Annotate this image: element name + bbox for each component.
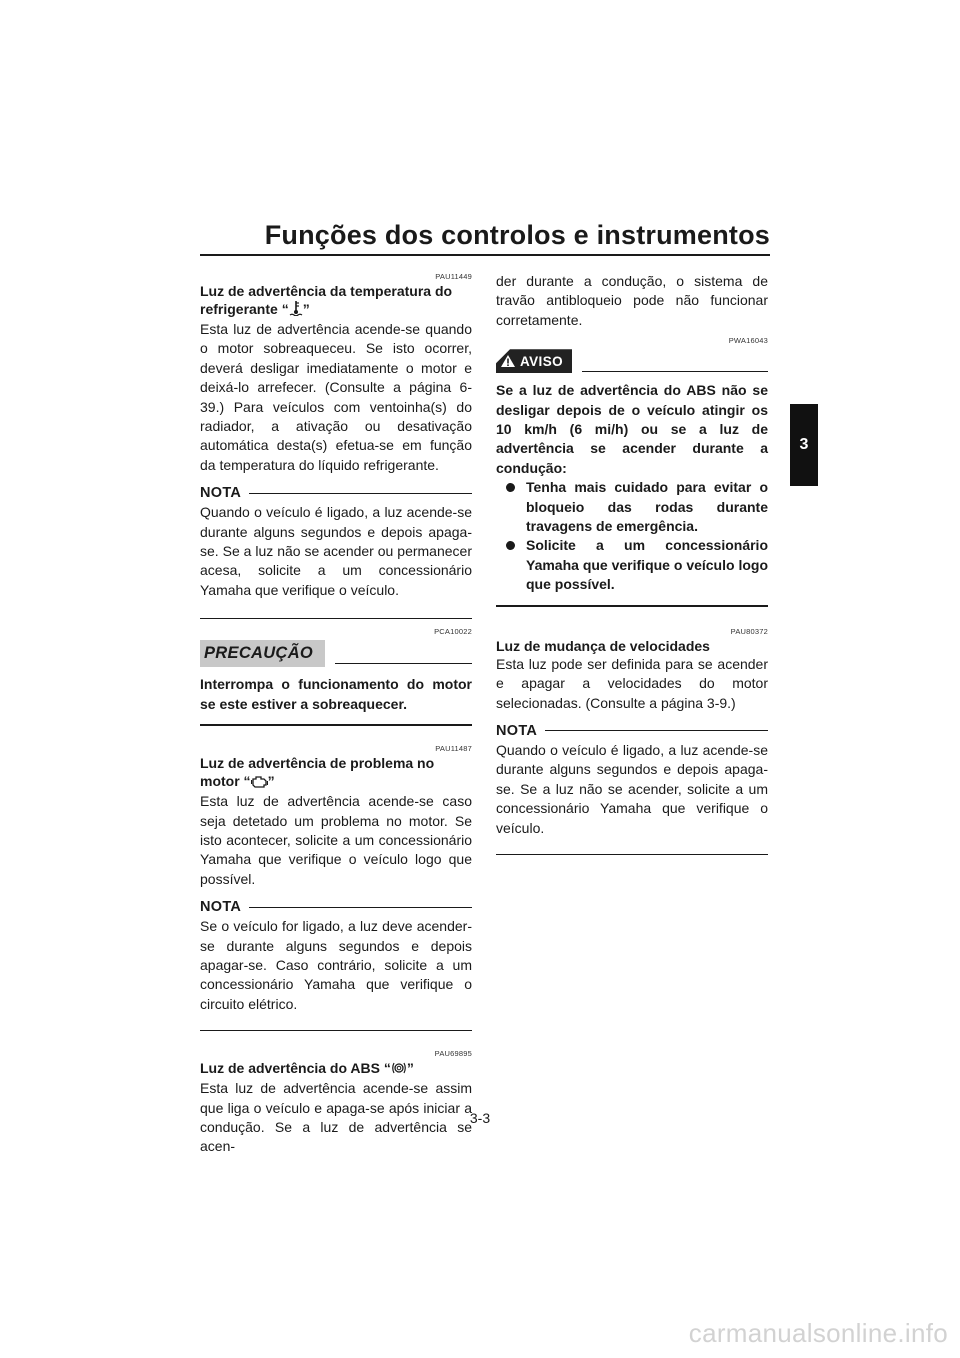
precaucao-box: PCA10022 PRECAUÇÃO Interrompa o funciona… [200, 627, 472, 727]
nota-box-3: NOTA Quando o veículo é ligado, a luz ac… [496, 723, 768, 855]
watermark: carmanualsonline.info [688, 1318, 948, 1348]
gearshift-light-section: PAU80372 Luz de mudança de velocidades E… [496, 627, 768, 713]
heading-line-2-prefix: refrigerante “ [200, 301, 289, 317]
section-code: PAU80372 [730, 626, 768, 636]
nota-rule [545, 730, 768, 732]
aviso-bullet-text: Solicite a um concessionário Yamaha que … [526, 537, 768, 593]
heading-line-1: Luz de advertência de problema no [200, 755, 435, 772]
precaucao-badge: PRECAUÇÃO [200, 640, 326, 668]
gearshift-light-body: Esta luz pode ser definida para se acend… [496, 655, 768, 711]
engine-warning-heading: Luz de advertência de problema no motor … [200, 754, 472, 792]
title-rule [200, 254, 770, 256]
precaucao-rule [335, 663, 472, 665]
aviso-badge: AVISO [496, 349, 573, 374]
nota-end-rule [200, 1030, 472, 1032]
bullet-dot-icon [506, 483, 515, 493]
chapter-tab: 3 [790, 404, 818, 486]
precaucao-text: Interrompa o funcionamento do motor se e… [200, 676, 472, 712]
right-column: der durante a condução, o sistema de tra… [496, 272, 768, 855]
nota-label: NOTA [496, 722, 538, 739]
abs-warning-body: Esta luz de advertência acende-se assim … [200, 1080, 472, 1155]
abs-warning-heading: Luz de advertência do ABS “ ” [200, 1059, 472, 1079]
aviso-box: PWA16043 AVISO Se a luz de advertência d… [496, 336, 768, 607]
coolant-temperature-icon [289, 300, 303, 320]
heading-prefix: Luz de advertência do ABS “ [200, 1060, 391, 1077]
left-column: PAU11449 Luz de advertência da temperatu… [200, 272, 472, 1157]
page-number: 3-3 [469, 1110, 491, 1126]
engine-check-icon [250, 774, 268, 792]
aviso-label: AVISO [520, 353, 564, 369]
aviso-bullet-text: Tenha mais cuidado para evitar o bloquei… [526, 479, 768, 535]
abs-icon [391, 1061, 407, 1079]
nota-header: NOTA [496, 723, 768, 739]
aviso-end-rule [496, 604, 768, 607]
precaucao-header: PRECAUÇÃO [200, 640, 472, 668]
engine-warning-section: PAU11487 Luz de advertência de problema … [200, 744, 472, 889]
nota-text: Quando o veículo é ligado, a luz acende-… [496, 741, 768, 836]
section-code: PAU11487 [435, 744, 472, 754]
coolant-warning-section: PAU11449 Luz de advertência da temperatu… [200, 272, 472, 475]
precaucao-end-rule [200, 724, 472, 727]
nota-text: Se o veículo for ligado, a luz deve acen… [200, 918, 472, 1012]
heading-line-1: Luz de advertência da temperatura do [200, 283, 453, 299]
nota-label: NOTA [200, 899, 242, 916]
section-code: PAU11449 [435, 272, 472, 281]
nota-end-rule [496, 853, 768, 855]
coolant-warning-heading: Luz de advertência da temperatura do ref… [200, 282, 472, 320]
nota-box-1: NOTA Quando o veículo é ligado, a luz ac… [200, 485, 472, 620]
abs-warning-section: PAU69895 Luz de advertência do ABS “ ” Es… [200, 1049, 472, 1157]
aviso-bullet: Solicite a um concessionário Yamaha que … [496, 536, 768, 594]
section-code: PWA16043 [728, 336, 768, 346]
gearshift-light-heading: Luz de mudança de velocidades [496, 637, 710, 654]
heading-suffix: ” [406, 1060, 414, 1077]
aviso-intro: Se a luz de advertência do ABS não se de… [496, 382, 768, 476]
engine-warning-body: Esta luz de advertência acende-se caso s… [200, 793, 472, 887]
nota-text: Quando o veículo é ligado, a luz acende-… [200, 504, 472, 598]
nota-rule [249, 906, 472, 908]
heading-line-2-prefix: motor “ [200, 773, 251, 790]
nota-rule [249, 492, 472, 494]
aviso-bullet: Tenha mais cuidado para evitar o bloquei… [496, 478, 768, 536]
nota-label: NOTA [200, 485, 242, 502]
page-title: Funções dos controlos e instrumentos [264, 220, 770, 250]
nota-box-2: NOTA Se o veículo for ligado, a luz deve… [200, 899, 472, 1032]
nota-header: NOTA [200, 485, 472, 501]
abs-warning-body-continued: der durante a condução, o sistema de tra… [496, 273, 768, 328]
coolant-warning-body: Esta luz de advertência acende-se quando… [200, 321, 472, 473]
aviso-bullets: Tenha mais cuidado para evitar o bloquei… [496, 478, 768, 594]
aviso-rule [582, 370, 768, 372]
heading-line-2-suffix: ” [267, 773, 275, 790]
aviso-header: AVISO [496, 349, 768, 374]
heading-line-2-suffix: ” [302, 301, 310, 317]
section-code: PAU69895 [434, 1049, 472, 1059]
nota-header: NOTA [200, 899, 472, 915]
warning-triangle-icon [500, 354, 520, 368]
nota-end-rule [200, 618, 472, 620]
bullet-dot-icon [506, 541, 515, 551]
section-code: PCA10022 [434, 627, 472, 637]
